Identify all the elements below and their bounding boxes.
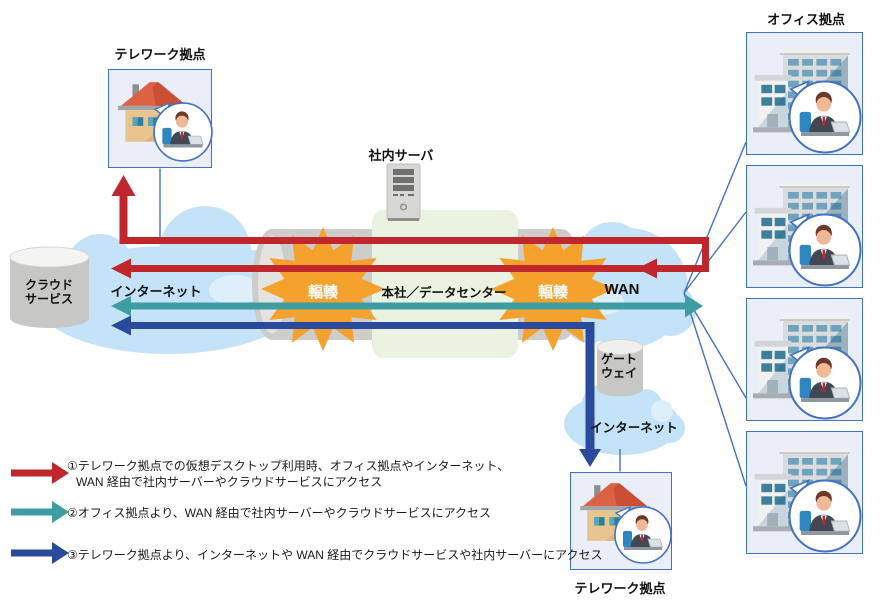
worker-icon: [787, 212, 863, 288]
congestion-burst-icon: [491, 227, 615, 351]
blue-flow-arrow: [111, 315, 601, 467]
telework-site-top-box: [108, 69, 212, 168]
internet-bottom-label: インターネット: [590, 421, 678, 435]
gateway-label-line2: ウェイ: [600, 366, 638, 380]
legend-red-arrow-icon: [11, 462, 69, 484]
telework-bottom-label: テレワーク拠点: [574, 581, 666, 596]
office-site-box-4: [746, 431, 863, 554]
cloud-service-label-line1: クラウド: [24, 278, 74, 292]
legend-item-3: ③テレワーク拠点より、インターネットや WAN 経由でクラウドサービスや社内サー…: [67, 547, 603, 563]
worker-icon: [787, 345, 863, 421]
server-icon: [386, 163, 421, 221]
teal-flow-arrow: [111, 294, 703, 318]
server-label: 社内サーバ: [368, 148, 434, 163]
datacenter-zone: [372, 210, 518, 358]
office-site-box-1: [746, 32, 863, 155]
congestion-label-left: 輻輳: [307, 284, 339, 301]
worker-icon: [787, 79, 863, 155]
gateway-cylinder-icon: [596, 339, 644, 397]
congestion-burst-icon: [261, 227, 385, 351]
legend-item-1-line1: ①テレワーク拠点での仮想デスクトップ利用時、オフィス拠点やインターネット、: [67, 459, 510, 473]
datacenter-label: 本社／データセンター: [381, 286, 507, 300]
legend-teal-arrow-icon: [11, 501, 69, 523]
internet-cloud-bottom-highlight: [651, 400, 673, 422]
red-flow-arrow: [111, 175, 709, 279]
legend-item-3-line1: ③テレワーク拠点より、インターネットや WAN 経由でクラウドサービスや社内サー…: [67, 548, 603, 562]
legend-item-2: ②オフィス拠点より、WAN 経由で社内サーバーやクラウドサービスにアクセス: [67, 505, 491, 521]
internet-left-label: インターネット: [110, 284, 202, 299]
legend-item-2-line1: ②オフィス拠点より、WAN 経由で社内サーバーやクラウドサービスにアクセス: [67, 506, 491, 520]
gateway-label: ゲート ウェイ: [601, 352, 637, 380]
worker-icon: [613, 505, 673, 565]
office-label: オフィス拠点: [767, 12, 845, 27]
gateway-label-line1: ゲート: [600, 352, 638, 366]
worker-icon: [152, 101, 214, 163]
telework-top-label: テレワーク拠点: [114, 47, 206, 62]
wan-label: WAN: [604, 281, 640, 298]
cloud-service-cylinder-icon: [9, 246, 90, 328]
office-site-box-3: [746, 298, 863, 421]
legend-blue-arrow-icon: [11, 542, 69, 564]
cloud-service-label: クラウド サービス: [25, 278, 73, 306]
internet-cloud: [36, 206, 300, 354]
cloud-service-label-line2: サービス: [24, 292, 74, 306]
telework-site-bottom-box: [570, 472, 672, 570]
legend-item-1-line2: WAN 経由で社内サーバーやクラウドサービスにアクセス: [76, 475, 383, 489]
congestion-label-right: 輻輳: [537, 284, 569, 301]
internet-cloud-highlight: [209, 275, 261, 305]
office-site-box-2: [746, 165, 863, 288]
worker-icon: [787, 478, 863, 554]
legend-item-1: ①テレワーク拠点での仮想デスクトップ利用時、オフィス拠点やインターネット、 WA…: [67, 458, 509, 490]
